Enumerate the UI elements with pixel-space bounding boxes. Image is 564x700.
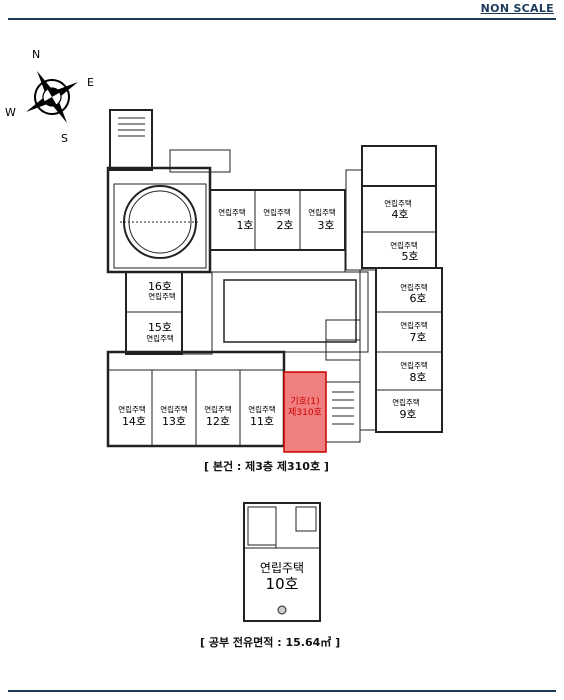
unit-1-num: 1호 xyxy=(236,219,253,232)
unit-9-num: 9호 xyxy=(399,408,416,421)
unit-6-num: 6호 xyxy=(409,292,426,305)
unit-15-num: 15호 xyxy=(148,321,172,334)
unit-5-type: 연립주택 xyxy=(390,240,418,250)
unit-12-type: 연립주택 xyxy=(204,404,232,414)
compass-s-label: S xyxy=(61,132,68,145)
unit-2-type: 연립주택 xyxy=(263,207,291,217)
highlight-label-2: 제310호 xyxy=(288,407,322,418)
unit-16-num: 16호 xyxy=(148,280,172,293)
unit-6-type: 연립주택 xyxy=(400,282,428,292)
unit-plan-caption: [ 공부 전유면적 : 15.64㎡ ] xyxy=(200,636,341,649)
unit-4-num: 4호 xyxy=(391,208,408,221)
non-scale-note: NON SCALE xyxy=(480,2,554,15)
unit-8-num: 8호 xyxy=(409,371,426,384)
unit-11-num: 11호 xyxy=(250,415,274,428)
unit-11-type: 연립주택 xyxy=(248,404,276,414)
unit-3-type: 연립주택 xyxy=(308,207,336,217)
unit-10-type: 연립주택 xyxy=(260,561,304,575)
unit-10-num: 10호 xyxy=(266,575,299,593)
unit-16-type: 연립주택 xyxy=(148,291,176,301)
unit-7-num: 7호 xyxy=(409,331,426,344)
unit-14-num: 14호 xyxy=(122,415,146,428)
building-outline xyxy=(106,109,443,448)
unit-2-num: 2호 xyxy=(276,219,293,232)
compass-e-label: E xyxy=(87,76,94,89)
bottom-rule xyxy=(8,690,556,692)
unit-9-type: 연립주택 xyxy=(392,397,420,407)
floor-plan-caption: [ 본건 : 제3층 제310호 ] xyxy=(204,460,329,473)
unit-4-type: 연립주택 xyxy=(384,198,412,208)
unit-10-plan xyxy=(243,502,321,622)
highlighted-unit-310 xyxy=(283,371,327,453)
unit-7-type: 연립주택 xyxy=(400,320,428,330)
unit-15-type: 연립주택 xyxy=(146,333,174,343)
unit-1-type: 연립주택 xyxy=(218,207,246,217)
top-rule xyxy=(8,18,556,20)
compass-w-label: W xyxy=(5,106,16,119)
unit-13-type: 연립주택 xyxy=(160,404,188,414)
unit-3-num: 3호 xyxy=(317,219,334,232)
unit-8-type: 연립주택 xyxy=(400,360,428,370)
unit-14-type: 연립주택 xyxy=(118,404,146,414)
unit-13-num: 13호 xyxy=(162,415,186,428)
compass-n-label: N xyxy=(32,48,40,61)
highlight-label-1: 기호(1) xyxy=(290,396,319,407)
unit-5-num: 5호 xyxy=(401,250,418,263)
unit-12-num: 12호 xyxy=(206,415,230,428)
compass-rose-icon: N E S W xyxy=(5,48,94,145)
